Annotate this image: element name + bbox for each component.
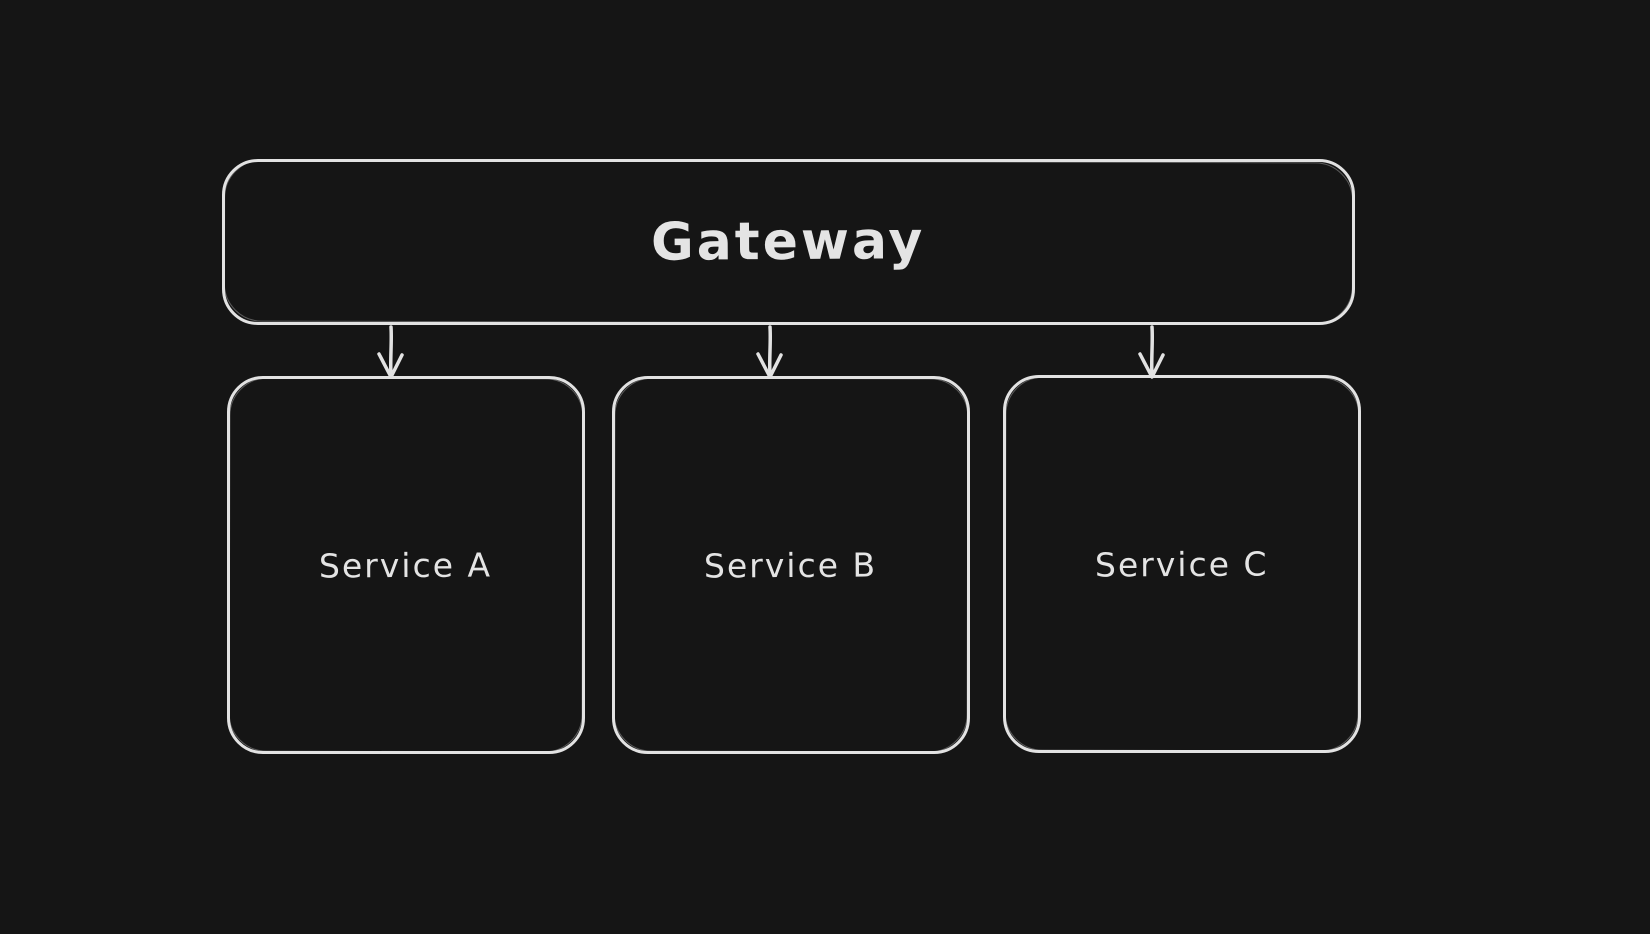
node-gateway-label: Gateway — [651, 211, 926, 273]
node-gateway: Gateway — [222, 159, 1355, 325]
node-service-a-label: Service A — [319, 545, 493, 585]
arrow-gateway-to-service-b — [756, 325, 783, 379]
arrow-gateway-to-service-a — [377, 325, 404, 379]
arrow-head — [756, 352, 783, 379]
node-service-b: Service B — [612, 376, 970, 754]
arrow-gateway-to-service-c — [1138, 325, 1165, 379]
node-service-b-label: Service B — [704, 545, 878, 585]
node-service-c: Service C — [1003, 375, 1361, 753]
arrow-stem — [1149, 325, 1155, 377]
arrow-head — [377, 352, 404, 379]
node-service-a: Service A — [227, 376, 585, 754]
arrow-stem — [388, 325, 394, 377]
arrow-head — [1138, 352, 1165, 379]
node-service-c-label: Service C — [1095, 544, 1269, 584]
arrow-stem — [767, 325, 773, 377]
